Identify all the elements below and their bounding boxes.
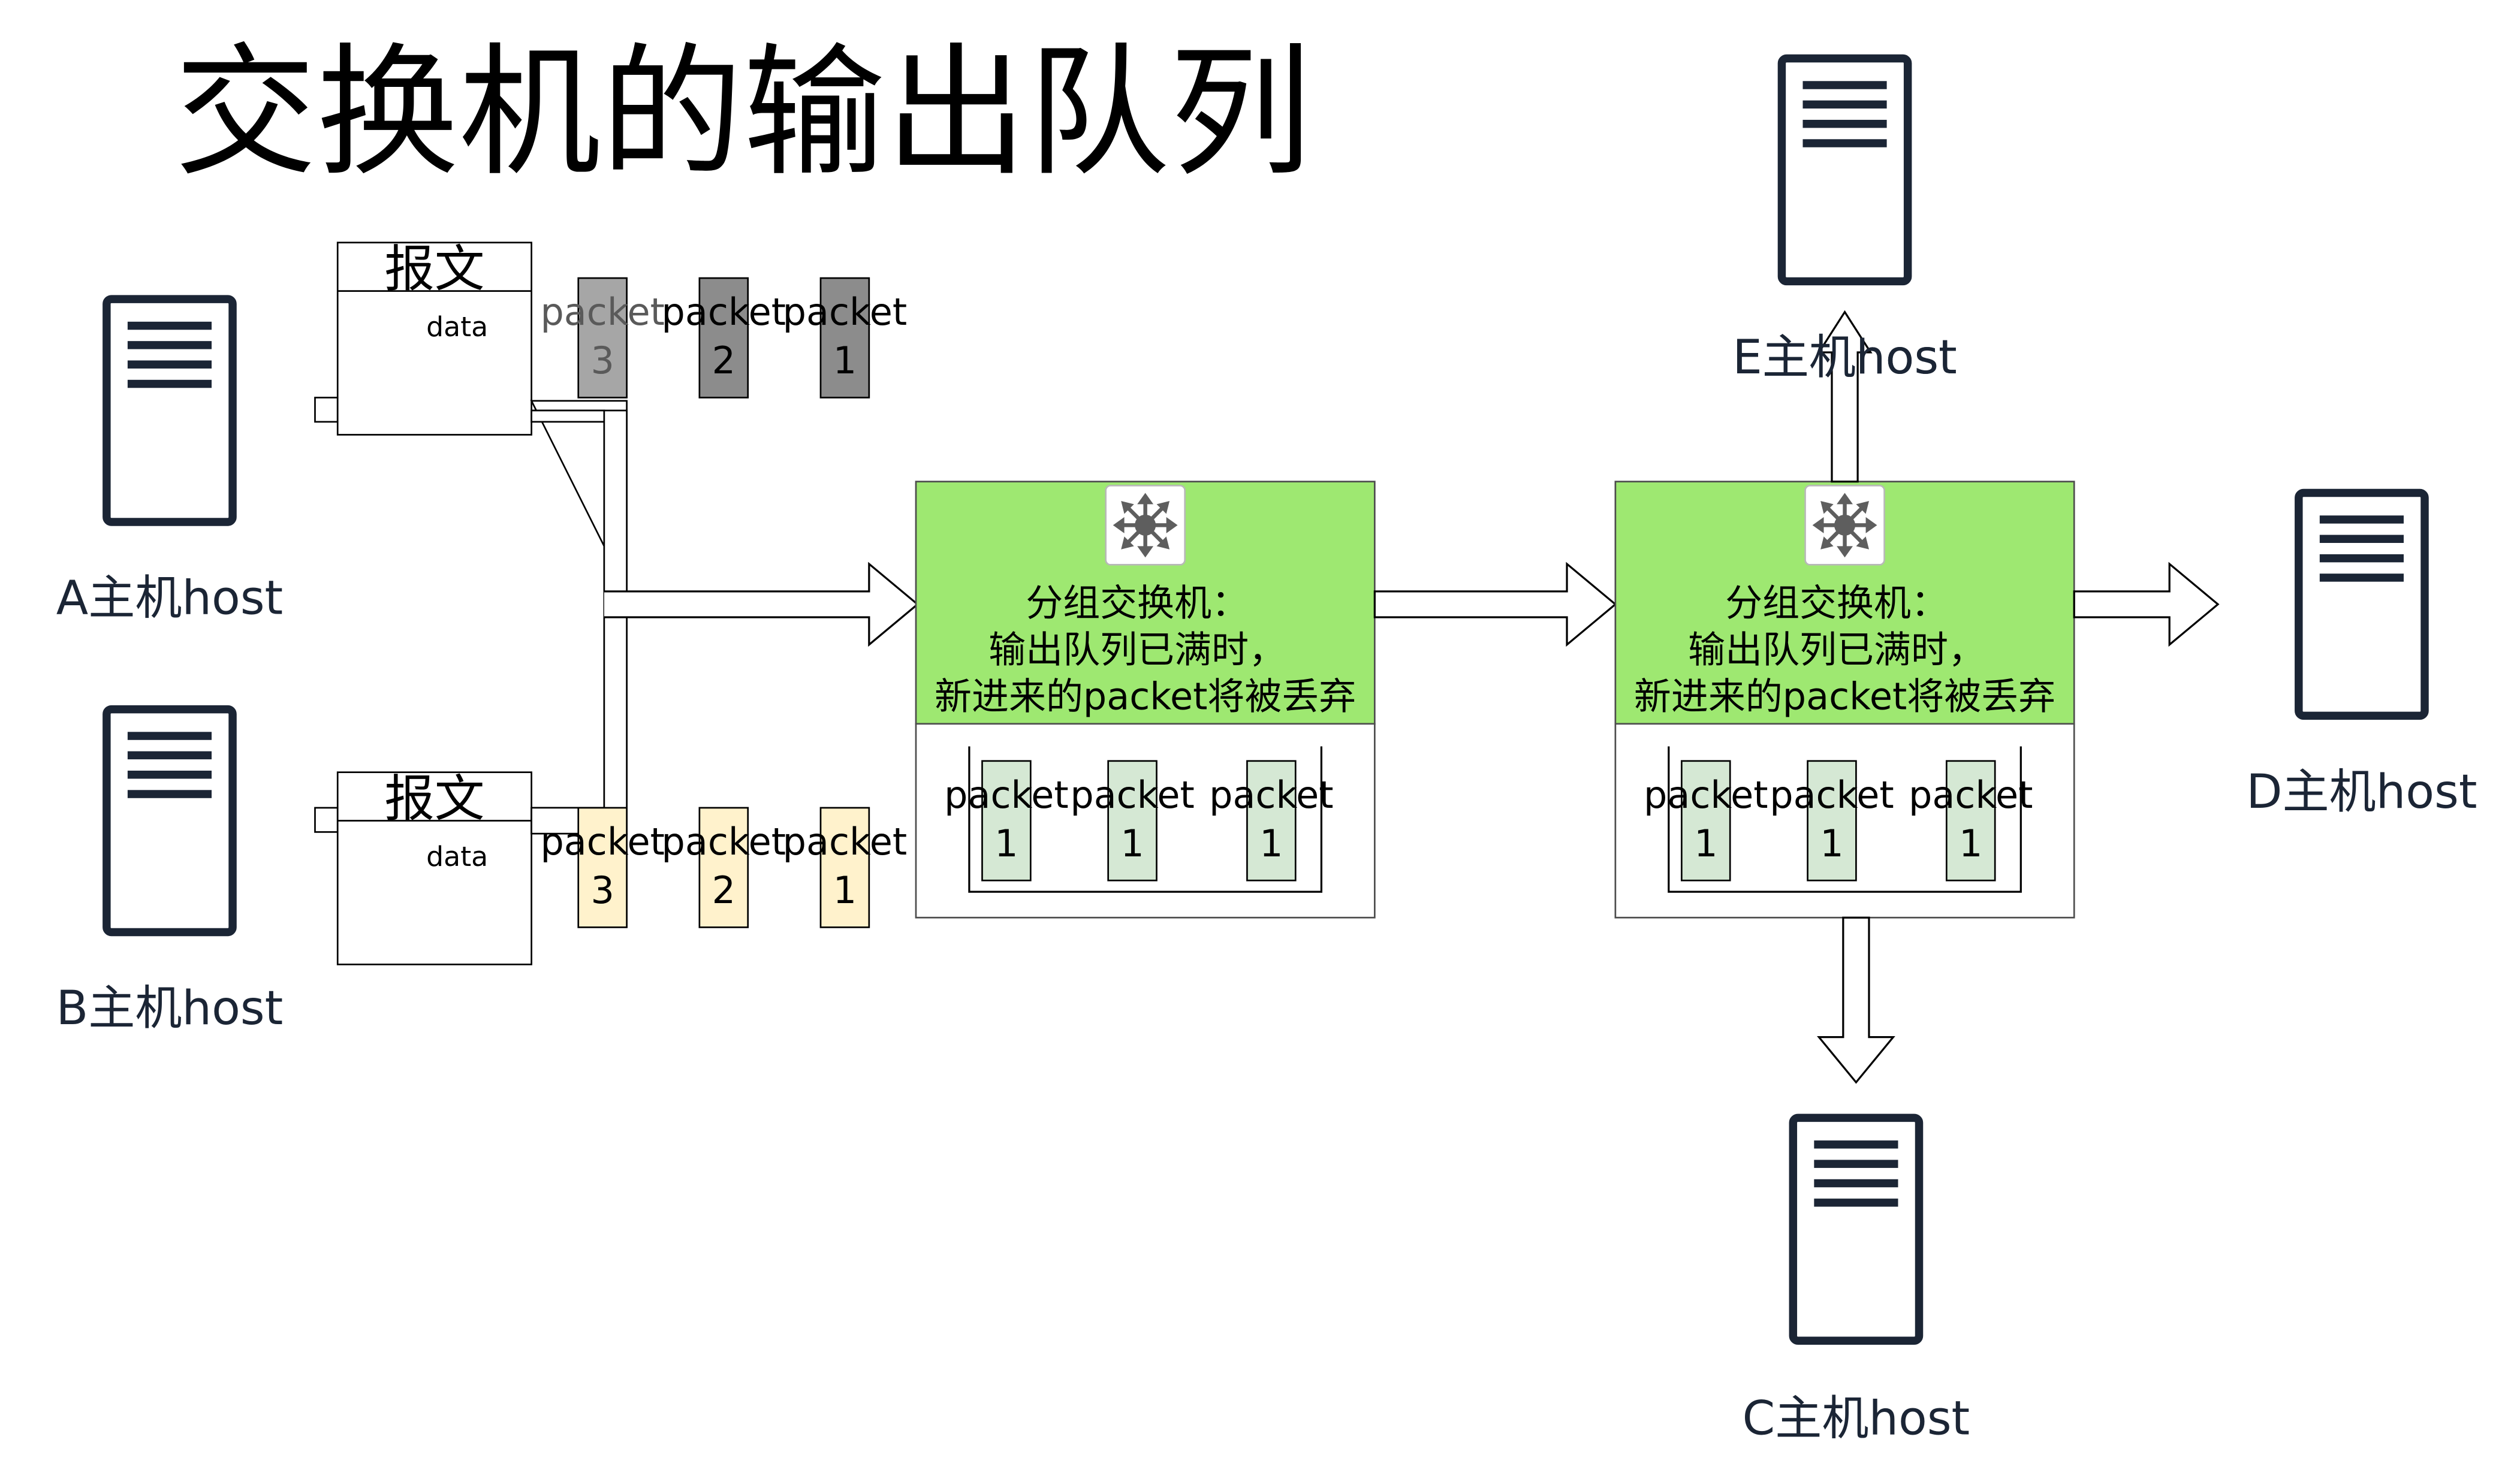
packet-b-1 xyxy=(819,807,870,928)
switch-1-queue-packet-1 xyxy=(981,760,1032,882)
message-b-body: data xyxy=(426,840,488,873)
packet-a-1-num: 1 xyxy=(833,339,857,382)
switch-2-hub-icon xyxy=(1805,485,1885,565)
arrow-switch-2-to-c xyxy=(1817,916,1895,1084)
switch-1-q1-word: packet xyxy=(944,773,1068,817)
host-e-server-icon xyxy=(1782,59,1907,282)
packet-b-2 xyxy=(698,807,749,928)
switch-1-q2-num: 1 xyxy=(1120,822,1144,865)
host-b-server-icon xyxy=(107,710,233,932)
packet-b-3 xyxy=(577,807,628,928)
pipe-from-a xyxy=(530,409,605,423)
arrow-switch-2-to-e xyxy=(1817,310,1873,483)
packet-a-2-word: packet xyxy=(662,290,786,334)
host-c-server-icon xyxy=(1793,1118,1919,1341)
switch-1: 分组交换机： 输出队列已满时， 新进来的packet将被丢弃 packet 1 … xyxy=(915,481,1376,919)
switch-1-queue-bracket xyxy=(968,746,1323,893)
packet-b-2-num: 2 xyxy=(712,868,735,912)
packets-a: packet 3 packet 2 packet 1 xyxy=(540,277,907,399)
arrow-switch-1-to-switch-2 xyxy=(1373,562,1617,647)
packet-b-3-word: packet xyxy=(540,820,664,864)
title-text: 交换机的输出队列 xyxy=(174,30,1312,195)
switch-1-q1-num: 1 xyxy=(994,822,1018,865)
packet-b-1-word: packet xyxy=(783,820,907,864)
switch-2-queue-packet-2 xyxy=(1807,760,1857,882)
packet-b-2-word: packet xyxy=(662,820,786,864)
switch-1-q2-word: packet xyxy=(1070,773,1194,817)
switch-1-hub-icon xyxy=(1106,485,1185,565)
message-b: 报文 data xyxy=(314,769,532,965)
switch-1-line-1: 分组交换机： xyxy=(1026,581,1249,624)
switch-2-queue-bracket xyxy=(1668,746,2022,893)
arrow-switch-2-to-d xyxy=(2073,562,2220,647)
switch-1-line-3: 新进来的packet将被丢弃 xyxy=(935,675,1356,719)
packet-b-3-num: 3 xyxy=(590,868,614,912)
switch-2-q2-num: 1 xyxy=(1820,822,1843,865)
switch-2-line-3: 新进来的packet将被丢弃 xyxy=(1634,675,2055,719)
switch-2-q3-word: packet xyxy=(1909,773,2033,817)
arrow-to-switch-1 xyxy=(604,562,920,647)
host-d-label: D主机host xyxy=(2246,765,2477,819)
switch-2-q1-word: packet xyxy=(1644,773,1768,817)
switch-2-q2-word: packet xyxy=(1770,773,1894,817)
switch-2-queue-packet-3 xyxy=(1945,760,1996,882)
pipe-vertical xyxy=(603,409,628,835)
host-d-server-icon xyxy=(2299,493,2425,716)
message-a-body: data xyxy=(426,310,488,343)
message-a-title: 报文 xyxy=(384,240,484,298)
switch-2-line-1: 分组交换机： xyxy=(1725,581,1948,624)
message-a: 报文 data xyxy=(314,240,532,436)
host-a-label: A主机host xyxy=(56,571,283,626)
switch-1-line-2: 输出队列已满时， xyxy=(988,627,1286,671)
host-e-label-overlay: E主机host xyxy=(1732,330,1957,385)
host-b-label: B主机host xyxy=(56,981,284,1036)
packet-a-2 xyxy=(698,277,749,399)
switch-1-q3-num: 1 xyxy=(1259,822,1283,865)
switch-2-queue-packet-1 xyxy=(1681,760,1731,882)
packet-a-3 xyxy=(577,277,628,399)
packet-b-1-num: 1 xyxy=(833,868,857,912)
switch-1-q3-word: packet xyxy=(1209,773,1333,817)
host-c-label: C主机host xyxy=(1743,1391,1970,1446)
switch-2-q1-num: 1 xyxy=(1694,822,1717,865)
packet-a-1-word: packet xyxy=(783,290,907,334)
switch-2-q3-num: 1 xyxy=(1959,822,1982,865)
switch-1-queue-packet-3 xyxy=(1246,760,1297,882)
diagram-title: 交换机的输出队列 xyxy=(174,30,1312,195)
switch-1-queue-packet-2 xyxy=(1107,760,1157,882)
packets-b: packet 3 packet 2 packet 1 xyxy=(540,807,907,928)
packet-a-3-word: packet xyxy=(540,290,664,334)
packet-a-2-num: 2 xyxy=(712,339,735,382)
switch-2-line-2: 输出队列已满时， xyxy=(1688,627,1985,671)
packet-a-1 xyxy=(819,277,870,399)
switch-2: 分组交换机： 输出队列已满时， 新进来的packet将被丢弃 packet 1 … xyxy=(1614,481,2075,919)
packet-a-3-num: 3 xyxy=(590,339,614,382)
message-b-title: 报文 xyxy=(384,769,484,828)
host-a-server-icon xyxy=(107,299,233,522)
